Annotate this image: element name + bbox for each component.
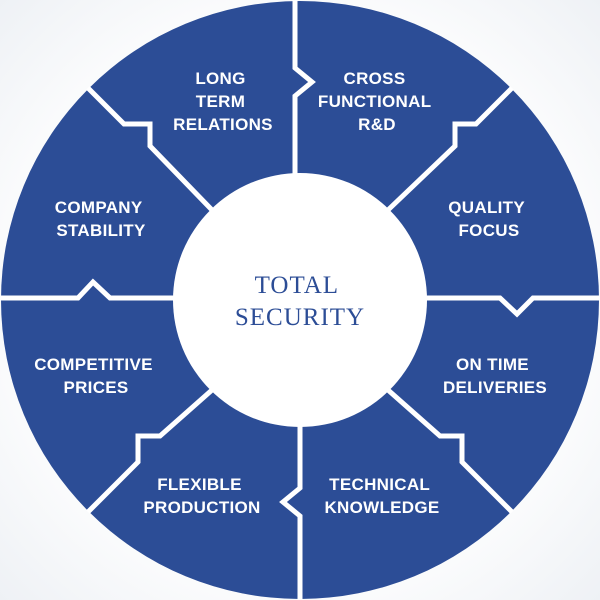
divider-top xyxy=(292,0,316,180)
segment-competitive-prices: COMPETITIVE PRICES xyxy=(34,355,158,397)
divider-right xyxy=(420,295,600,318)
center-circle xyxy=(173,173,427,427)
segment-cross-functional-rd: CROSS FUNCTIONAL R&D xyxy=(318,69,436,134)
segment-line: DELIVERIES xyxy=(443,378,547,397)
segment-line: COMPETITIVE xyxy=(34,355,153,374)
segment-line: ON TIME xyxy=(456,355,529,374)
segment-line: FOCUS xyxy=(459,221,520,240)
center-title: TOTAL SECURITY xyxy=(235,272,365,331)
segment-line: TECHNICAL xyxy=(329,475,430,494)
segment-line: KNOWLEDGE xyxy=(324,498,439,517)
segment-line: STABILITY xyxy=(56,221,146,240)
segment-quality-focus: QUALITY FOCUS xyxy=(448,198,529,240)
divider-left xyxy=(0,278,180,301)
segment-on-time-deliveries: ON TIME DELIVERIES xyxy=(443,355,547,397)
segment-line: FLEXIBLE xyxy=(157,475,242,494)
segment-line: FUNCTIONAL xyxy=(318,92,431,111)
segment-line: R&D xyxy=(358,115,396,134)
divider-top-right xyxy=(386,86,514,212)
segment-company-stability: COMPANY STABILITY xyxy=(55,198,147,240)
divider-bottom-right xyxy=(386,388,514,514)
segment-line: PRICES xyxy=(63,378,128,397)
segment-line: COMPANY xyxy=(55,198,143,217)
center-line-2: SECURITY xyxy=(235,304,365,331)
segment-long-term-relations: LONG TERM RELATIONS xyxy=(173,69,273,134)
segment-technical-knowledge: TECHNICAL KNOWLEDGE xyxy=(324,475,439,517)
divider-top-left xyxy=(86,86,214,212)
segment-line: RELATIONS xyxy=(173,115,273,134)
segment-line: TERM xyxy=(196,92,245,111)
divider-bottom-left xyxy=(86,388,214,514)
segment-line: QUALITY xyxy=(448,198,525,217)
center-line-1: TOTAL xyxy=(255,272,339,299)
divider-bottom xyxy=(279,420,303,600)
segment-flexible-production: FLEXIBLE PRODUCTION xyxy=(143,475,260,517)
segment-line: LONG xyxy=(195,69,245,88)
segment-line: CROSS xyxy=(344,69,406,88)
segment-line: PRODUCTION xyxy=(143,498,260,517)
